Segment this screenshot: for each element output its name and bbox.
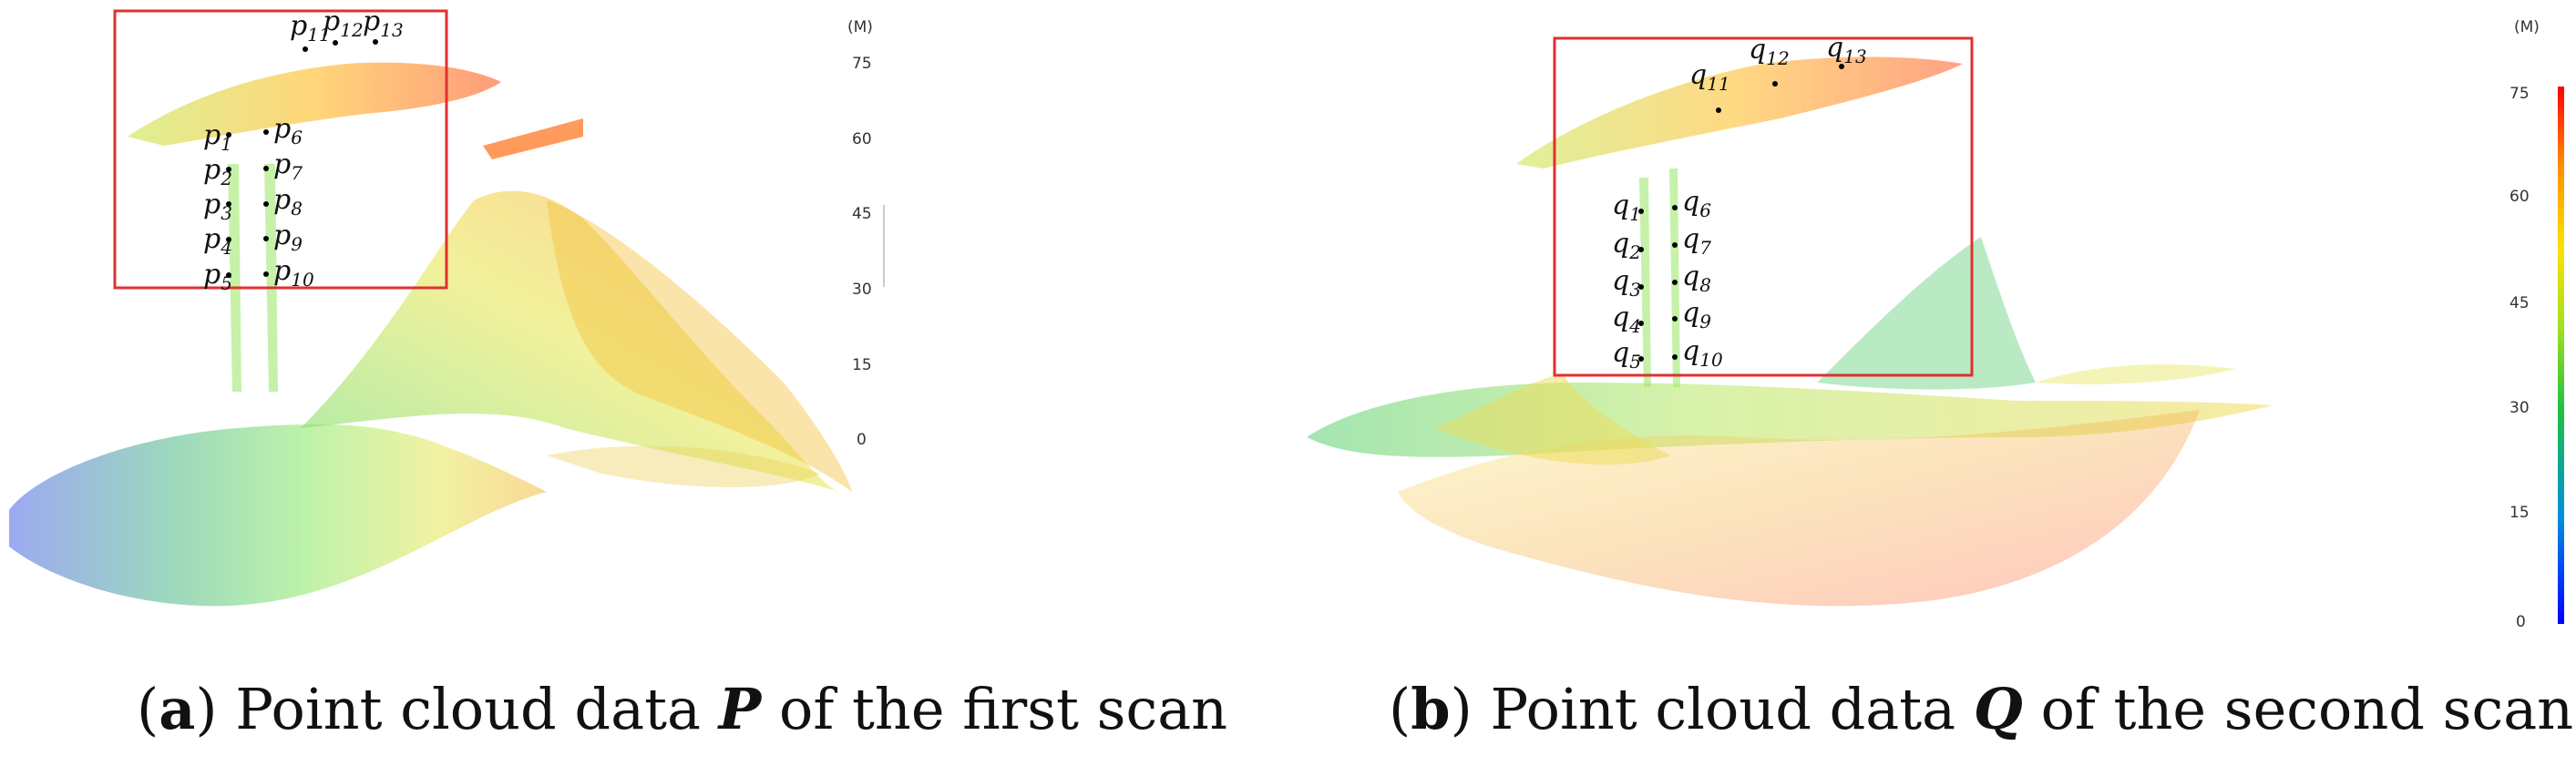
scale-tick-a-45: 45 xyxy=(852,205,872,223)
scale-a: (M) 75 60 45 30 15 0 xyxy=(847,18,885,449)
keypoint-p1 xyxy=(226,132,231,138)
scale-unit-a: (M) xyxy=(847,18,873,36)
keypoint-p12 xyxy=(333,40,338,46)
keypoint-p4 xyxy=(226,237,231,242)
scale-unit-b: (M) xyxy=(2514,18,2540,36)
keypoint-q13 xyxy=(1839,64,1844,69)
label-q12: q12 xyxy=(1749,34,1790,69)
keypoint-labels-b: q1 q2 q3 q4 q5 q6 q7 q8 q9 q10 q11 q12 q… xyxy=(1612,32,1867,373)
label-p8: p8 xyxy=(273,184,303,220)
point-cloud-a xyxy=(9,62,852,607)
label-q4: q4 xyxy=(1612,301,1641,337)
roi-box-b xyxy=(1553,36,1974,377)
label-p9: p9 xyxy=(273,220,303,255)
label-q13: q13 xyxy=(1826,32,1867,67)
label-q6: q6 xyxy=(1682,186,1711,221)
caption-b: (b) Point cloud data Q of the second sca… xyxy=(1389,676,2574,742)
keypoint-q3 xyxy=(1638,284,1644,290)
keypoint-p5 xyxy=(226,272,231,278)
point-cloud-figure-b: q1 q2 q3 q4 q5 q6 q7 q8 q9 q10 q11 q12 q… xyxy=(1307,18,2564,631)
label-q10: q10 xyxy=(1682,335,1723,371)
label-q9: q9 xyxy=(1682,297,1711,332)
keypoint-p11 xyxy=(303,46,308,52)
scale-tick-a-30: 30 xyxy=(852,281,872,299)
label-q11: q11 xyxy=(1689,59,1730,95)
keypoint-p8 xyxy=(263,201,269,207)
label-p5: p5 xyxy=(203,259,232,294)
label-p2: p2 xyxy=(203,154,232,189)
keypoint-p2 xyxy=(226,167,231,172)
caption-a: (a) Point cloud data P of the first scan xyxy=(137,676,1228,742)
scale-tick-b-75: 75 xyxy=(2509,85,2530,103)
label-p10: p10 xyxy=(273,255,314,291)
keypoint-q11 xyxy=(1716,107,1721,113)
label-p6: p6 xyxy=(273,113,303,148)
keypoint-q12 xyxy=(1772,81,1778,87)
scale-tick-b-45: 45 xyxy=(2509,294,2530,312)
keypoints-b xyxy=(1638,64,1844,362)
label-p12: p12 xyxy=(323,5,364,41)
label-p1: p1 xyxy=(203,119,232,155)
keypoint-p13 xyxy=(373,39,378,45)
label-q2: q2 xyxy=(1612,228,1641,263)
scale-tick-a-0: 0 xyxy=(857,431,867,449)
label-q5: q5 xyxy=(1612,337,1641,373)
keypoint-q4 xyxy=(1638,321,1644,326)
scale-tick-a-15: 15 xyxy=(852,356,872,374)
scale-tick-a-60: 60 xyxy=(852,130,872,148)
label-q7: q7 xyxy=(1682,223,1711,259)
label-q8: q8 xyxy=(1682,260,1711,296)
label-p11: p11 xyxy=(290,10,331,46)
roi-box-a xyxy=(113,9,448,290)
label-p7: p7 xyxy=(273,148,303,184)
color-scale-bar xyxy=(2558,87,2564,624)
keypoint-p3 xyxy=(226,201,231,207)
panel-b: q1 q2 q3 q4 q5 q6 q7 q8 q9 q10 q11 q12 q… xyxy=(1288,0,2576,766)
keypoint-q2 xyxy=(1638,247,1644,252)
scale-tick-a-75: 75 xyxy=(852,55,872,73)
keypoint-q10 xyxy=(1672,354,1678,360)
label-q1: q1 xyxy=(1612,189,1641,225)
point-cloud-figure-a: p1 p2 p3 p4 p5 p6 p7 p8 p9 p10 p11 p12 p… xyxy=(9,5,885,607)
label-q3: q3 xyxy=(1612,265,1641,301)
panel-a: p1 p2 p3 p4 p5 p6 p7 p8 p9 p10 p11 p12 p… xyxy=(9,5,1228,742)
scale-tick-b-60: 60 xyxy=(2509,188,2530,206)
scale-b: (M) 75 60 45 30 15 0 xyxy=(2509,18,2564,631)
label-p4: p4 xyxy=(203,223,232,259)
keypoint-p9 xyxy=(263,236,269,241)
keypoint-q7 xyxy=(1672,242,1678,248)
scale-tick-b-15: 15 xyxy=(2509,504,2530,522)
label-p3: p3 xyxy=(203,189,232,224)
keypoint-q8 xyxy=(1672,280,1678,285)
keypoint-q5 xyxy=(1638,356,1644,362)
keypoint-p6 xyxy=(263,129,269,135)
point-cloud-b xyxy=(1307,56,2273,607)
label-p13: p13 xyxy=(363,5,404,41)
keypoint-q9 xyxy=(1672,316,1678,322)
keypoint-q1 xyxy=(1638,209,1644,214)
keypoints-a xyxy=(226,39,378,278)
keypoint-p10 xyxy=(263,271,269,277)
keypoint-labels-a: p1 p2 p3 p4 p5 p6 p7 p8 p9 p10 p11 p12 p… xyxy=(203,5,404,294)
scale-tick-b-30: 30 xyxy=(2509,399,2530,417)
scale-tick-b-0: 0 xyxy=(2516,613,2526,631)
keypoint-p7 xyxy=(263,166,269,171)
keypoint-q6 xyxy=(1672,205,1678,210)
